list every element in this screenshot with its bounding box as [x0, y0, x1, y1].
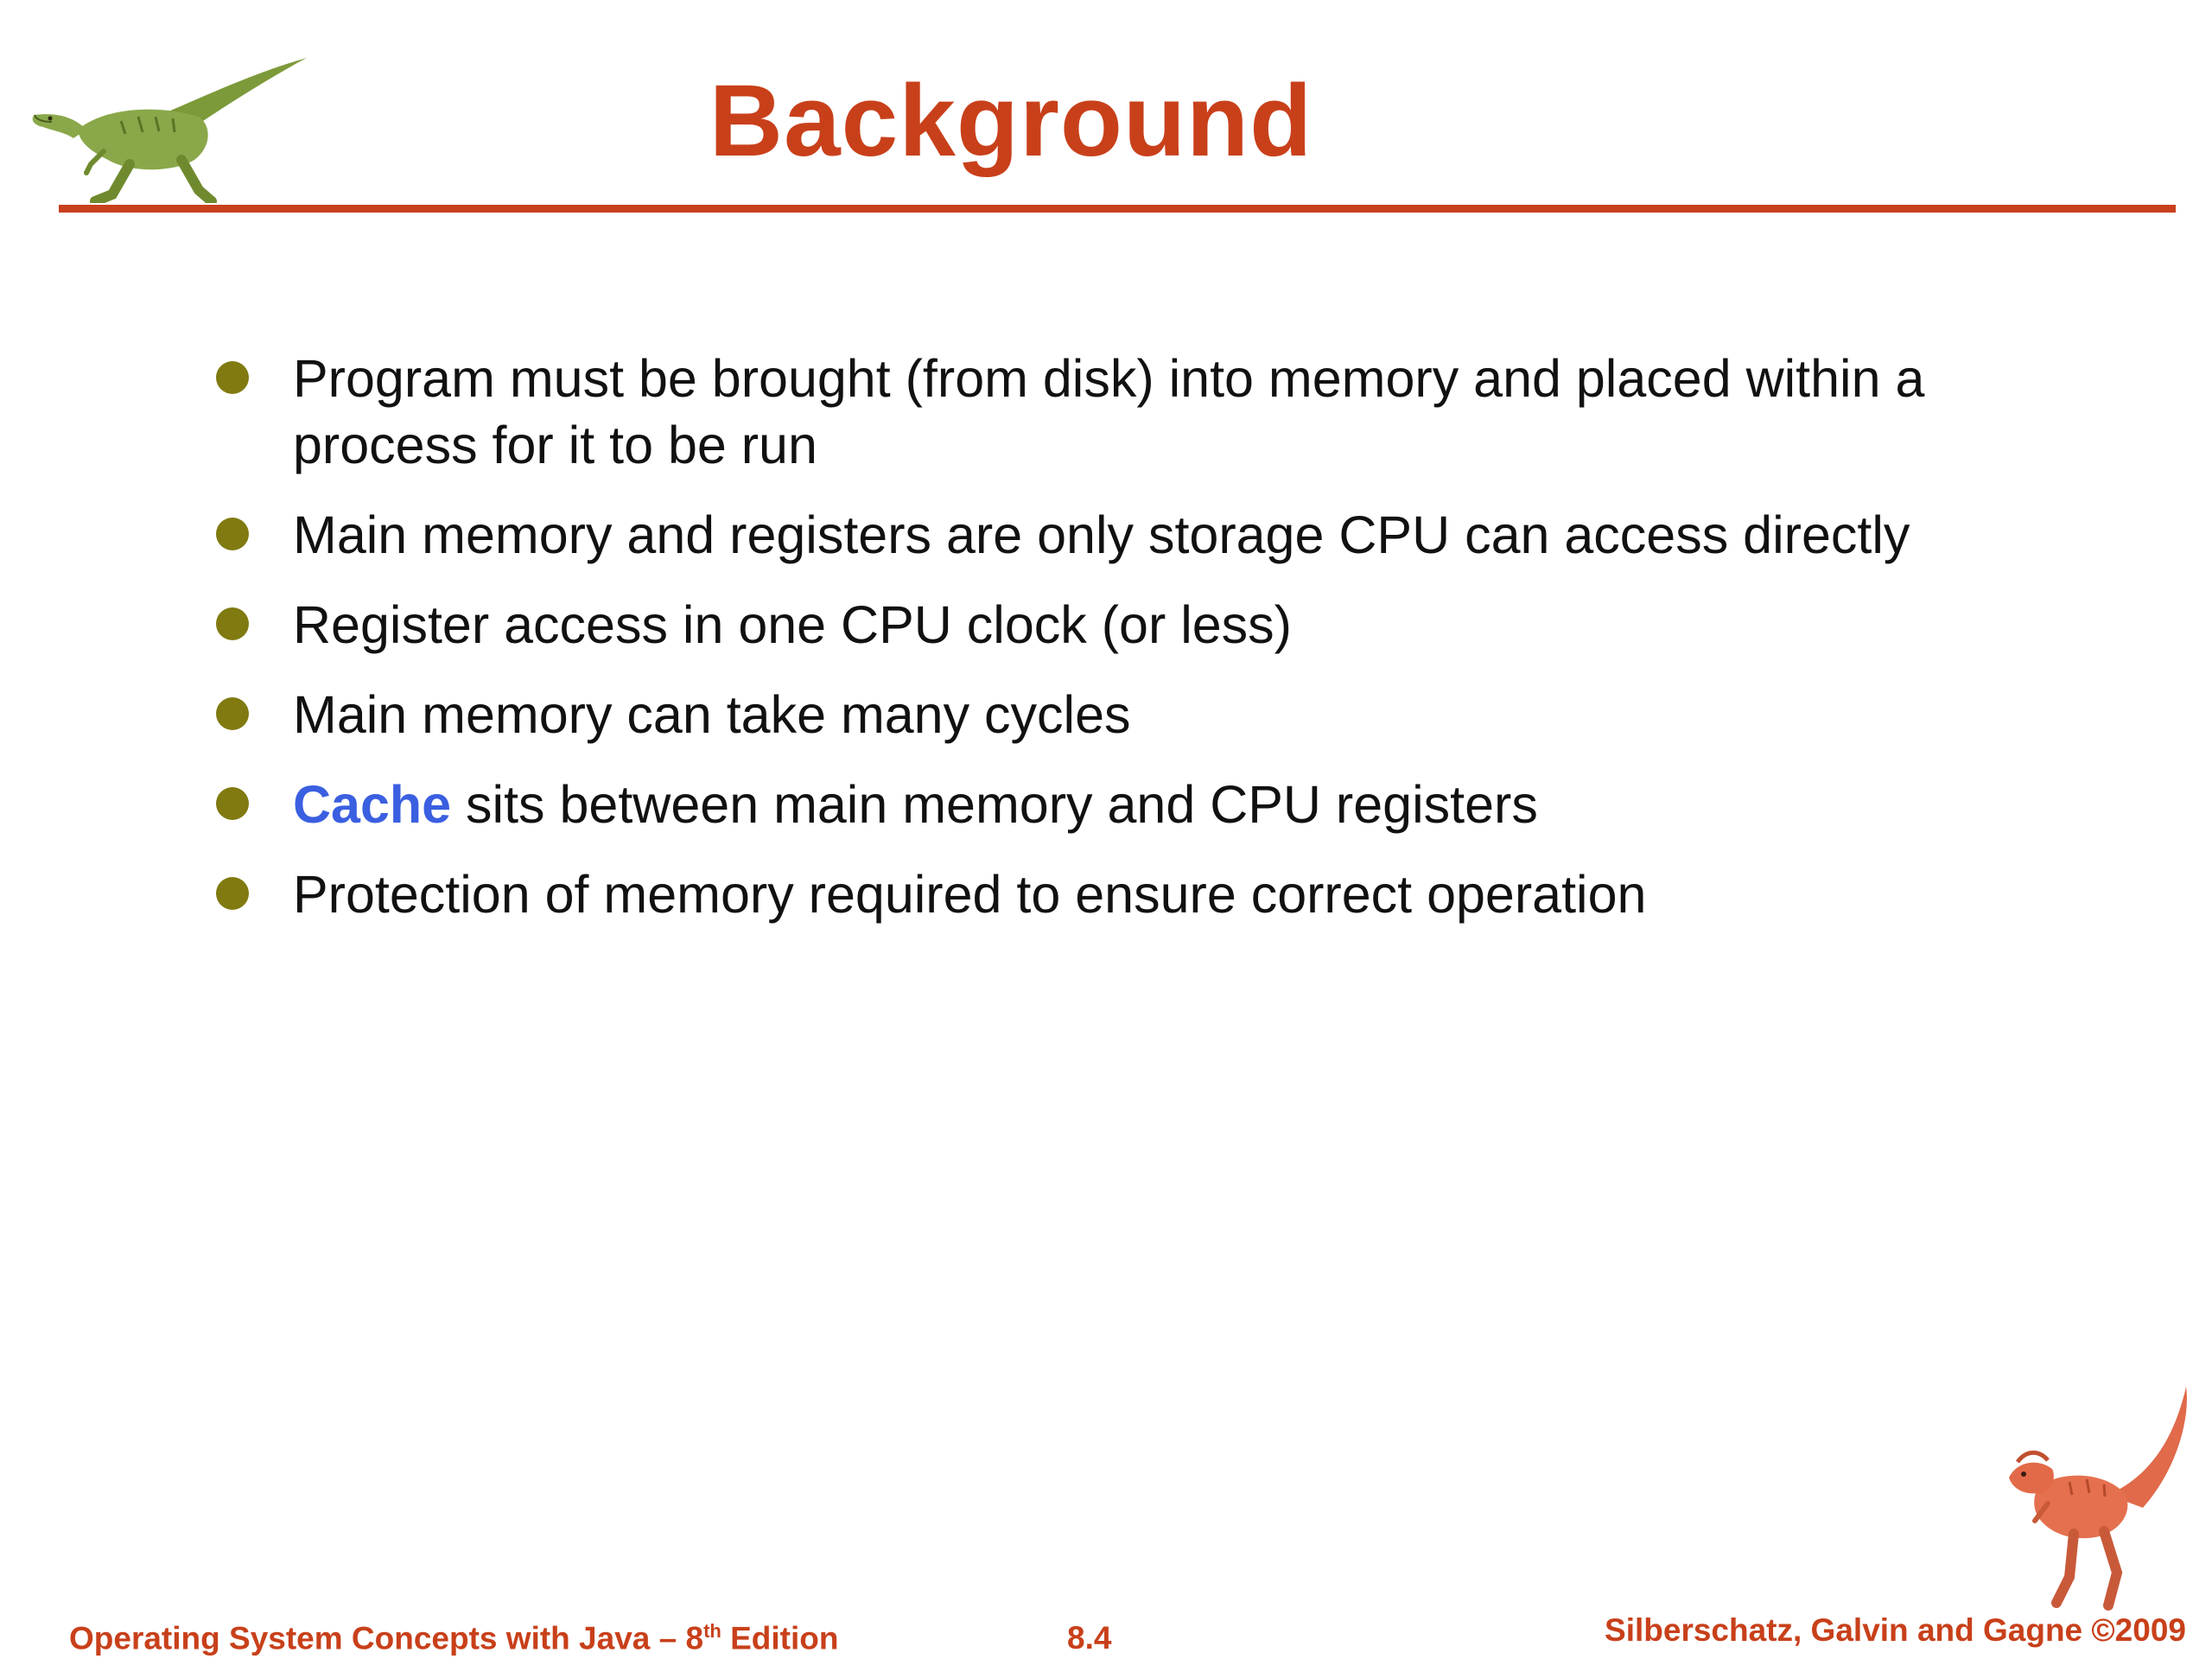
- green-dinosaur-icon: [32, 58, 307, 203]
- bullet-icon: [216, 518, 249, 550]
- bullet-icon: [216, 697, 249, 730]
- highlighted-term: Cache: [293, 775, 452, 834]
- bullet-text: sits between main memory and CPU registe…: [451, 775, 1538, 834]
- bullet-text: Register access in one CPU clock (or les…: [293, 595, 1292, 654]
- bullet-text: Main memory can take many cycles: [293, 685, 1131, 744]
- bullet-item: Register access in one CPU clock (or les…: [212, 592, 1940, 658]
- bullet-icon: [216, 607, 249, 640]
- footer-copyright: Silberschatz, Galvin and Gagne ©2009: [1605, 1612, 2186, 1648]
- bullet-item: Program must be brought (from disk) into…: [212, 346, 1940, 479]
- bullet-icon: [216, 361, 249, 394]
- bullet-text: Program must be brought (from disk) into…: [293, 349, 1925, 474]
- bullet-list: Program must be brought (from disk) into…: [212, 346, 1940, 951]
- bullet-icon: [216, 877, 249, 910]
- footer-book-title: Operating System Concepts with Java – 8t…: [69, 1620, 839, 1656]
- bullet-item: Cache sits between main memory and CPU r…: [212, 772, 1940, 838]
- title-divider: [59, 205, 2176, 213]
- bullet-text: Main memory and registers are only stora…: [293, 505, 1910, 564]
- bullet-item: Main memory can take many cycles: [212, 682, 1940, 748]
- footer-page-number: 8.4: [1067, 1620, 1112, 1656]
- slide-title: Background: [709, 64, 1313, 178]
- bullet-text: Protection of memory required to ensure …: [293, 865, 1647, 924]
- bullet-item: Main memory and registers are only stora…: [212, 502, 1940, 569]
- bullet-icon: [216, 787, 249, 820]
- bullet-item: Protection of memory required to ensure …: [212, 861, 1940, 928]
- red-dinosaur-icon: [2009, 1387, 2187, 1611]
